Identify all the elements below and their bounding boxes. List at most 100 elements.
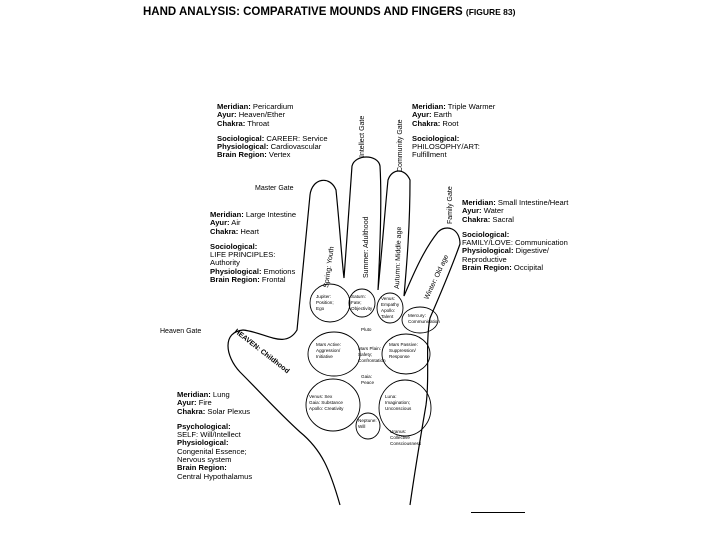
jupiter-label: Jupiter:Position;Ego: [316, 294, 334, 311]
uranus-line: Consciousness: [390, 441, 422, 446]
luna-line: Luna:: [385, 394, 397, 399]
neptune-line: Will: [358, 424, 365, 429]
mercury-line: Communication: [408, 319, 440, 324]
mars-active-line: Aggression/: [316, 348, 341, 353]
index-finger-label: Spring: Youth: [323, 246, 336, 288]
mound-saturn-circle: [348, 288, 376, 318]
physiological-value: Emotions: [263, 266, 296, 276]
sociological-value: FAMILY/LOVE: Communication: [462, 238, 568, 248]
mars-passive-line: Suppression/: [389, 348, 417, 353]
meridian-value: Large Intestine: [245, 210, 297, 219]
middle-finger-label: Summer: Adulthood: [363, 216, 370, 278]
label: Physiological:: [217, 142, 269, 152]
ayur-value: Air: [231, 218, 241, 228]
label: Ayur:: [210, 218, 230, 228]
label: Ayur:: [177, 398, 197, 408]
ring-finger-info: Meridian: Triple Warmer Ayur: Earth Chak…: [412, 102, 496, 160]
mars-passive-line: Response: [389, 354, 410, 359]
thumb-label: HEAVEN: Childhood: [233, 328, 291, 375]
label: Sociological:: [210, 241, 258, 251]
neptune-line: Neptune:: [358, 418, 377, 423]
label: Chakra:: [462, 214, 491, 224]
label: Physiological:: [177, 438, 229, 448]
jupiter-line: Ego: [316, 306, 325, 311]
label: Meridian:: [412, 102, 446, 111]
venus-apollo-line: Venus:: [381, 296, 395, 301]
mound-jupiter-circle: [309, 283, 351, 323]
mars-active-line: Mars Active:: [316, 342, 341, 347]
mars-plain-line: Mars Plain:: [358, 346, 381, 351]
gaia-line: Gaia:: [361, 374, 372, 379]
chakra-value: Sacral: [492, 214, 514, 224]
mound-venus-palm-circle: [305, 378, 361, 432]
label: Meridian:: [177, 390, 211, 399]
jupiter-line: Position;: [316, 300, 334, 305]
venus-palm-line: Apollo: Creativity: [309, 406, 344, 411]
brain-value: Occipital: [513, 263, 544, 273]
master-gate-label: Master Gate: [255, 185, 294, 192]
saturn-line: Objectivity: [351, 306, 373, 311]
mercury-label: Mercury:Communication: [408, 313, 440, 324]
physiological-value: Cardiovascular: [270, 142, 322, 152]
middle-finger-info: Meridian: Pericardium Ayur: Heaven/Ether…: [217, 102, 328, 160]
sociological-value: Fulfillment: [412, 150, 447, 160]
label: Brain Region:: [217, 150, 267, 160]
label: Sociological:: [412, 133, 460, 143]
mound-mars-active-circle: [307, 331, 361, 377]
luna-line: Imagination;: [385, 400, 410, 405]
physiological-value: Digestive/: [515, 246, 549, 256]
mound-labels: Jupiter:Position;Ego Saturn:Fate;Objecti…: [309, 294, 440, 446]
brain-value: Central Hypothalamus: [177, 471, 253, 481]
label: Physiological:: [210, 266, 262, 276]
bottom-rule: [471, 512, 525, 513]
intellect-gate-label: Intellect Gate: [359, 116, 366, 157]
label: Chakra:: [217, 118, 246, 128]
ayur-value: Fire: [198, 398, 212, 408]
gaia-label: Gaia:Peace: [361, 374, 374, 385]
sociological-value: Authority: [210, 258, 240, 268]
meridian-value: Lung: [212, 390, 230, 399]
mars-plain-line: Safety;: [358, 352, 372, 357]
figure-ref: (FIGURE 83): [465, 7, 516, 17]
label: Brain Region:: [177, 463, 227, 473]
page-title: HAND ANALYSIS: COMPARATIVE MOUNDS AND FI…: [143, 6, 515, 18]
label: Meridian:: [217, 102, 251, 111]
little-finger-info: Meridian: Small Intestine/Heart Ayur: Wa…: [462, 198, 569, 273]
jupiter-line: Jupiter:: [316, 294, 331, 299]
mercury-line: Mercury:: [408, 313, 426, 318]
mound-venus-apollo-circle: [376, 292, 404, 324]
sociological-value: CAREER: Service: [266, 133, 328, 143]
venus-palm-line: Gaia: Substance: [309, 400, 343, 405]
chakra-value: Throat: [247, 118, 270, 128]
index-finger-info: Meridian: Large Intestine Ayur: Air Chak…: [210, 210, 297, 285]
mars-passive-label: Mars Passive:Suppression/Response: [389, 342, 418, 359]
chakra-value: Root: [442, 118, 459, 128]
ayur-value: Water: [483, 206, 504, 216]
meridian-value: Small Intestine/Heart: [497, 198, 569, 207]
label: Brain Region:: [210, 275, 260, 285]
heaven-gate-label: Heaven Gate: [160, 328, 201, 335]
venus-apollo-line: Empathy: [381, 302, 400, 307]
ayur-value: Heaven/Ether: [238, 110, 286, 120]
label: Meridian:: [210, 210, 244, 219]
sociological-value: LIFE PRINCIPLES:: [210, 250, 276, 260]
mars-plain-label: Mars Plain:Safety;Confrontation: [358, 346, 386, 363]
brain-value: Vertex: [268, 150, 291, 160]
label: Sociological:: [462, 229, 510, 239]
psychological-value: SELF: Will/Intellect: [177, 430, 241, 440]
uranus-line: Uranus:: [390, 429, 406, 434]
mound-neptune-circle: [355, 412, 381, 440]
mars-passive-line: Mars Passive:: [389, 342, 418, 347]
mound-mercury-circle: [401, 306, 439, 334]
pluto-label: Pluto: [361, 327, 372, 332]
chakra-value: Solar Plexus: [207, 406, 251, 416]
saturn-line: Fate;: [351, 300, 361, 305]
physiological-value: Nervous system: [177, 455, 232, 465]
label: Chakra:: [210, 226, 239, 236]
meridian-value: Triple Warmer: [447, 102, 496, 111]
mars-active-label: Mars Active:Aggression/Initiative: [316, 342, 341, 359]
